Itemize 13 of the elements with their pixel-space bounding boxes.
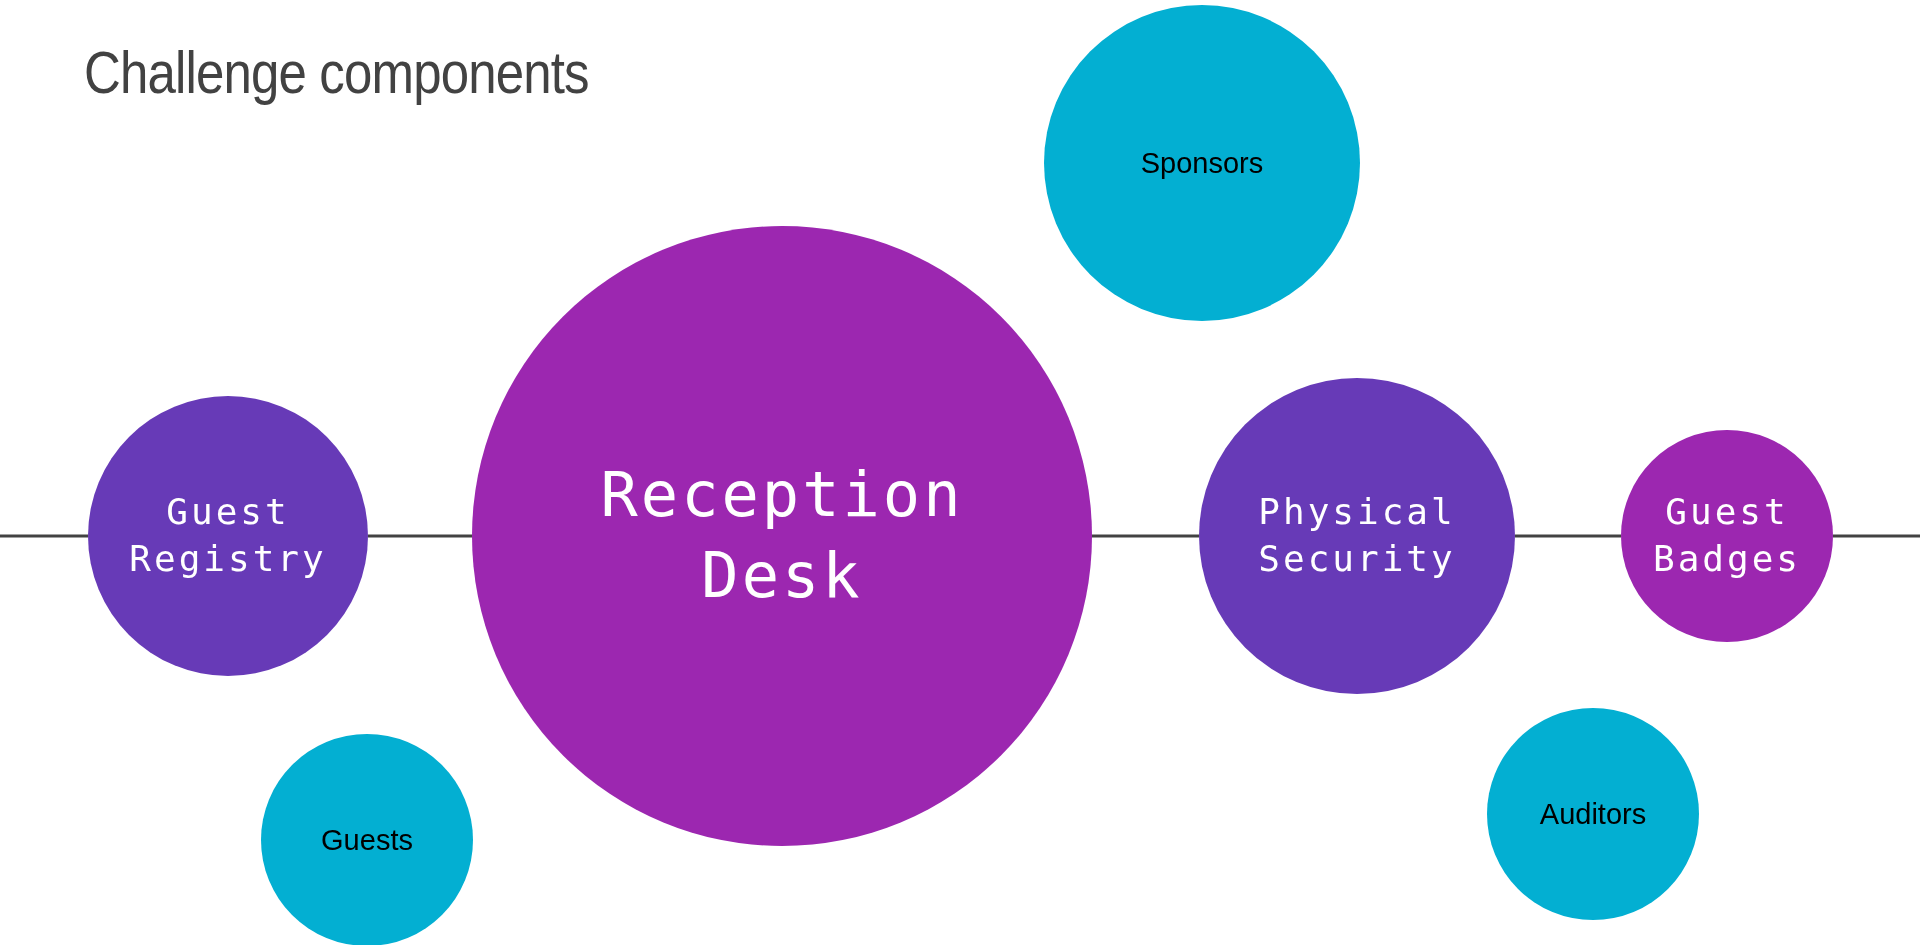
connector-line bbox=[368, 534, 472, 538]
node-label: Guests bbox=[321, 823, 413, 857]
connector-line bbox=[1833, 534, 1920, 538]
node-label: Guest Registry bbox=[128, 490, 328, 581]
node-label: Physical Security bbox=[1257, 490, 1457, 581]
node-label: Guest Badges bbox=[1651, 490, 1802, 581]
connector-line bbox=[1515, 534, 1621, 538]
node-label: Reception Desk bbox=[599, 457, 965, 614]
node-label: Sponsors bbox=[1140, 146, 1264, 180]
connector-line bbox=[0, 534, 88, 538]
node-label: Auditors bbox=[1539, 797, 1647, 831]
title: Challenge components bbox=[84, 38, 589, 107]
connector-line bbox=[1092, 534, 1199, 538]
